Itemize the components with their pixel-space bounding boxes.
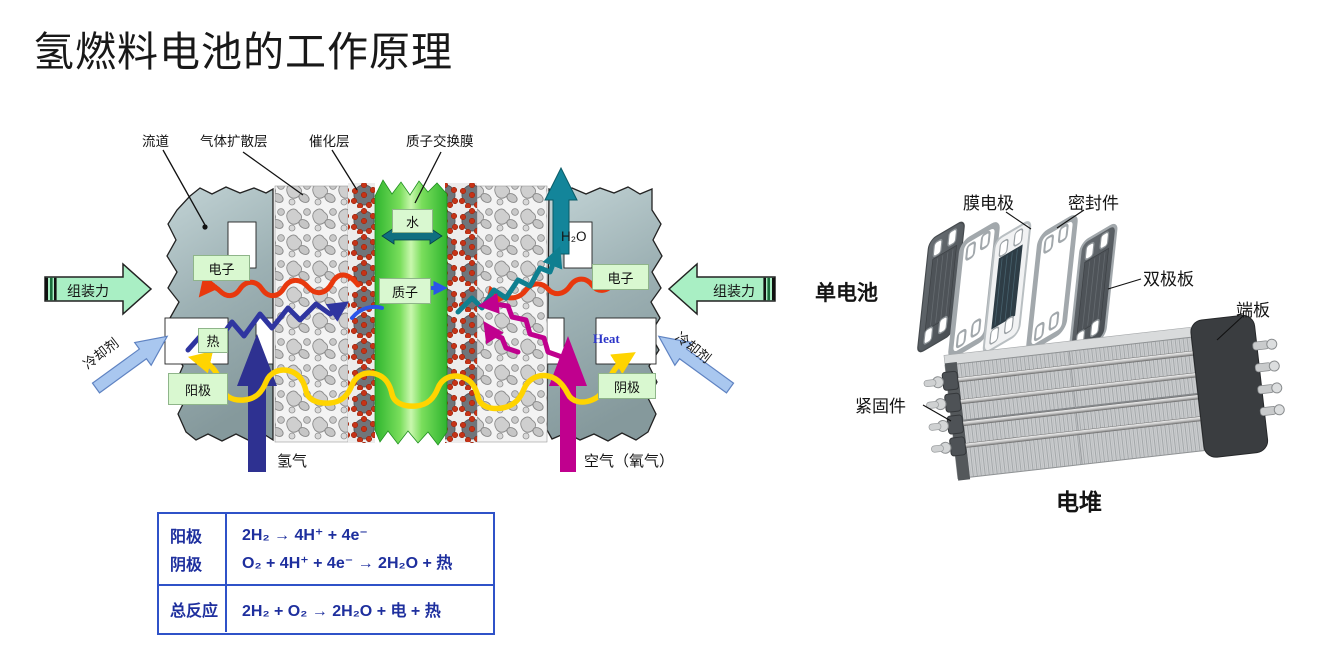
stack-end-plate	[1190, 314, 1269, 458]
fastener-blocks	[923, 370, 967, 457]
tie-rods	[930, 343, 1267, 452]
label-flow-channel: 流道	[142, 134, 169, 149]
assembly-force-label-left: 组装力	[67, 283, 109, 299]
leader-fastener	[922, 404, 952, 422]
fuel-cell-stack	[923, 314, 1285, 481]
hydrogen-label: 氢气	[277, 453, 308, 470]
reaction-row-overall: 总反应 2H₂ + O₂ → 2H₂O + 电 + 热	[159, 586, 493, 632]
heat-text: Heat	[593, 331, 620, 346]
assembly-tail-stripe	[767, 277, 770, 301]
exploded-membrane-electrode	[982, 221, 1032, 353]
anode-catalyst-layer	[348, 183, 375, 443]
h2o-label: H₂O	[561, 229, 587, 244]
heat-box: 热	[198, 328, 228, 353]
exploded-seal-frame-right	[1026, 215, 1078, 351]
reaction-eq-overall: 2H₂ + O₂ → 2H₂O + 电 + 热	[242, 603, 441, 620]
air-label: 空气（氧气）	[584, 453, 675, 470]
leader-end-plate	[1216, 315, 1244, 341]
reaction-label-cathode: 阴极	[170, 557, 203, 574]
label-membrane-electrode: 膜电极	[963, 194, 1014, 213]
reaction-label-anode: 阳极	[170, 529, 203, 546]
label-end-plate: 端板	[1236, 301, 1270, 320]
leader-dot	[202, 224, 208, 230]
heat-path	[187, 350, 636, 412]
oxygen-path	[477, 293, 565, 360]
leader-flow-channel	[162, 149, 206, 226]
reaction-row-electrodes: 阳极 阴极 2H₂ → 4H⁺ + 4e⁻ O₂ + 4H⁺ + 4e⁻ → 2…	[159, 514, 493, 586]
oxygen-path-stub	[483, 321, 521, 355]
cathode-catalyst-layer	[445, 183, 477, 443]
label-catalyst-layer: 催化层	[309, 134, 350, 149]
coolant-arrow-right	[657, 335, 735, 394]
label-fastener: 紧固件	[855, 397, 906, 416]
leader-catalyst	[331, 149, 358, 191]
reaction-table: 阳极 阴极 2H₂ → 4H⁺ + 4e⁻ O₂ + 4H⁺ + 4e⁻ → 2…	[157, 512, 495, 635]
leader-lines	[162, 149, 442, 226]
page-title: 氢燃料电池的工作原理	[33, 29, 453, 75]
assembly-tail-stripe	[50, 277, 53, 301]
water-out-arrow	[544, 166, 578, 255]
water-box: 水	[392, 209, 433, 233]
electron-box-right: 电子	[592, 264, 649, 290]
fuel-cell-cross-section	[44, 149, 776, 472]
cathode-box: 阴极	[598, 373, 656, 399]
label-stack: 电堆	[1056, 489, 1102, 515]
assembly-tail-stripe	[54, 277, 57, 301]
proton-path	[350, 304, 384, 320]
stack-leader-lines	[922, 209, 1244, 422]
assembly-force-arrow-right	[667, 262, 776, 316]
assembly-tail-stripe	[772, 277, 775, 301]
leader-gdl	[242, 151, 304, 196]
label-gas-diffusion-layer: 气体扩散层	[200, 134, 268, 149]
assembly-force-arrow-left	[44, 262, 153, 316]
reaction-label-overall: 总反应	[170, 603, 219, 620]
pem-layer	[374, 179, 448, 446]
stack-exploded-view	[917, 209, 1285, 481]
leader-pem	[414, 151, 442, 204]
electron-path-left	[198, 272, 361, 299]
leader-bipolar-plate	[1107, 278, 1142, 290]
assembly-force-label-right: 组装力	[713, 283, 755, 299]
leader-membrane-electrode	[1005, 211, 1032, 230]
label-pem: 质子交换膜	[406, 134, 474, 149]
reaction-eq-cathode: O₂ + 4H⁺ + 4e⁻ → 2H₂O + 热	[242, 555, 453, 572]
label-bipolar-plate: 双极板	[1143, 270, 1194, 289]
proton-box: 质子	[379, 278, 431, 304]
reaction-eq-anode: 2H₂ → 4H⁺ + 4e⁻	[242, 527, 368, 544]
label-seal: 密封件	[1068, 194, 1119, 213]
coolant-arrow-left	[91, 335, 169, 394]
anode-box: 阳极	[168, 373, 228, 405]
bolt-tips	[1252, 338, 1285, 416]
water-path	[455, 246, 563, 315]
exploded-bipolar-plate-right	[1068, 223, 1118, 357]
label-single-cell: 单电池	[815, 282, 878, 305]
electron-box-left: 电子	[193, 255, 250, 281]
assembly-tail-stripe	[45, 277, 48, 301]
assembly-tail-stripe	[763, 277, 766, 301]
leader-seal	[1056, 209, 1085, 229]
